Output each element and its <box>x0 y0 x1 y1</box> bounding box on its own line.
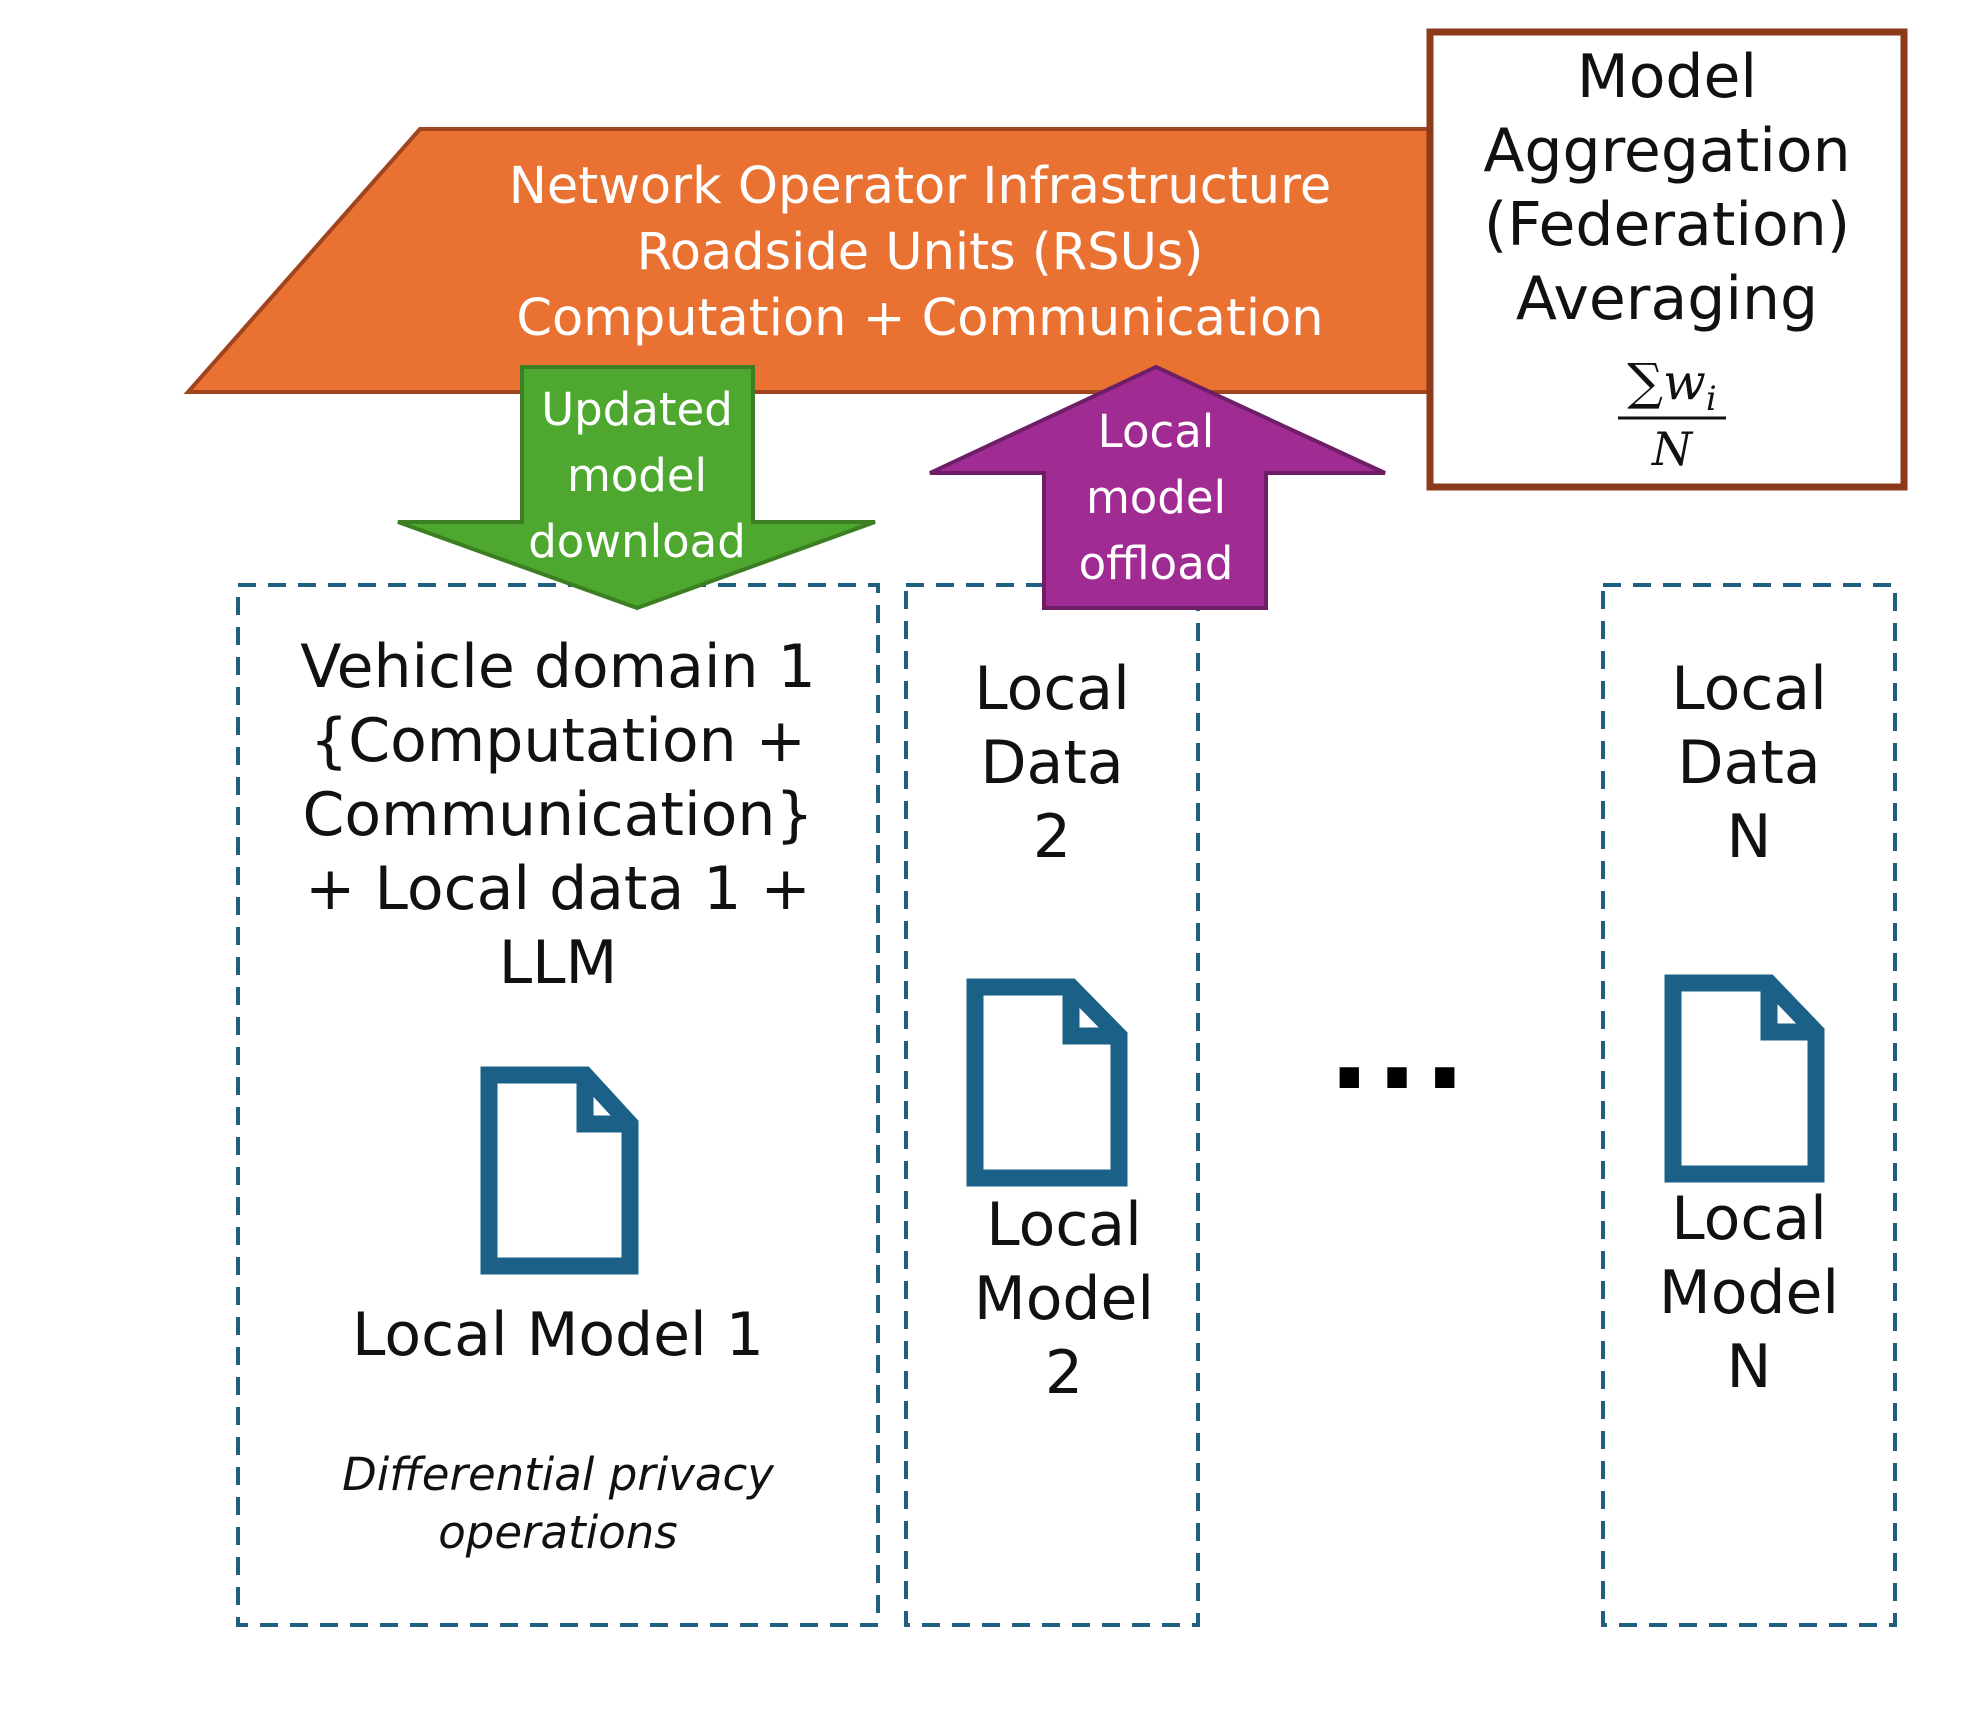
download-line-3: download <box>528 515 746 568</box>
domain-1-model-label: Local Model 1 <box>352 1300 764 1370</box>
offload-line-3: offload <box>1078 537 1234 590</box>
domain-1-line-5: LLM <box>498 928 618 998</box>
aggregation-label: Model Aggregation (Federation) Averaging <box>1434 40 1900 336</box>
dp-line-2: operations <box>438 1506 678 1559</box>
aggregation-line-1: Model <box>1576 42 1758 112</box>
weight-variable: w <box>1663 353 1706 411</box>
formula-numerator: ∑wi <box>1600 350 1744 431</box>
domain-1-line-3: Communication} <box>302 780 814 850</box>
domain-n-model-line-2: Model <box>1658 1258 1840 1328</box>
domain-1-description: Vehicle domain 1 {Computation + Communic… <box>258 630 858 1000</box>
aggregation-line-2: Aggregation <box>1483 116 1851 186</box>
domain-n-box <box>1601 583 1897 1627</box>
infrastructure-label: Network Operator Infrastructure Roadside… <box>470 154 1370 352</box>
aggregation-line-4: Averaging <box>1515 264 1819 334</box>
domain-2-box <box>904 583 1200 1627</box>
domain-n-model-line-1: Local <box>1671 1184 1827 1254</box>
domain-n-model-line-3: N <box>1726 1332 1772 1402</box>
differential-privacy-label: Differential privacy operations <box>258 1446 858 1562</box>
formula-denominator: N <box>1651 422 1693 476</box>
domain-1-line-4: + Local data 1 + <box>305 854 811 924</box>
domain-2-data-line-2: Data <box>980 728 1124 798</box>
domain-1-line-1: Vehicle domain 1 <box>300 632 816 702</box>
infrastructure-line-2: Roadside Units (RSUs) <box>636 223 1204 282</box>
offload-line-1: Local <box>1097 405 1215 458</box>
weight-subscript: i <box>1705 379 1717 419</box>
domain-n-data-label: Local Data N <box>1603 652 1895 874</box>
sum-symbol: ∑ <box>1627 353 1663 411</box>
domain-2-data-line-3: 2 <box>1032 802 1072 872</box>
offload-line-2: model <box>1085 471 1227 524</box>
document-icon <box>480 1066 639 1275</box>
download-line-2: model <box>566 449 708 502</box>
download-arrow <box>397 365 876 611</box>
domain-n-model-label: Local Model N <box>1603 1182 1895 1404</box>
ellipsis: ... <box>1328 986 1472 1114</box>
offload-arrow <box>929 364 1386 610</box>
download-line-1: Updated <box>541 383 733 436</box>
aggregation-line-3: (Federation) <box>1483 190 1851 260</box>
document-icon <box>1664 974 1825 1183</box>
document-icon <box>966 978 1128 1187</box>
dp-line-1: Differential privacy <box>342 1448 774 1501</box>
domain-2-model-line-1: Local <box>986 1190 1142 1260</box>
domain-n-data-line-3: N <box>1726 802 1772 872</box>
domain-n-data-line-2: Data <box>1677 728 1821 798</box>
download-arrow-label: Updated model download <box>502 377 772 575</box>
domain-n-data-line-1: Local <box>1671 654 1827 724</box>
domain-2-model-line-2: Model <box>973 1264 1155 1334</box>
domain-2-model-label: Local Model 2 <box>918 1188 1210 1410</box>
domain-2-data-label: Local Data 2 <box>906 652 1198 874</box>
domain-1-line-2: {Computation + <box>310 706 806 776</box>
domain-2-data-line-1: Local <box>974 654 1130 724</box>
offload-arrow-label: Local model offload <box>1035 399 1277 597</box>
domain-2-model-line-3: 2 <box>1044 1338 1084 1408</box>
infrastructure-line-3: Computation + Communication <box>516 289 1324 348</box>
aggregation-box <box>1426 28 1908 491</box>
infrastructure-line-1: Network Operator Infrastructure <box>508 157 1332 216</box>
